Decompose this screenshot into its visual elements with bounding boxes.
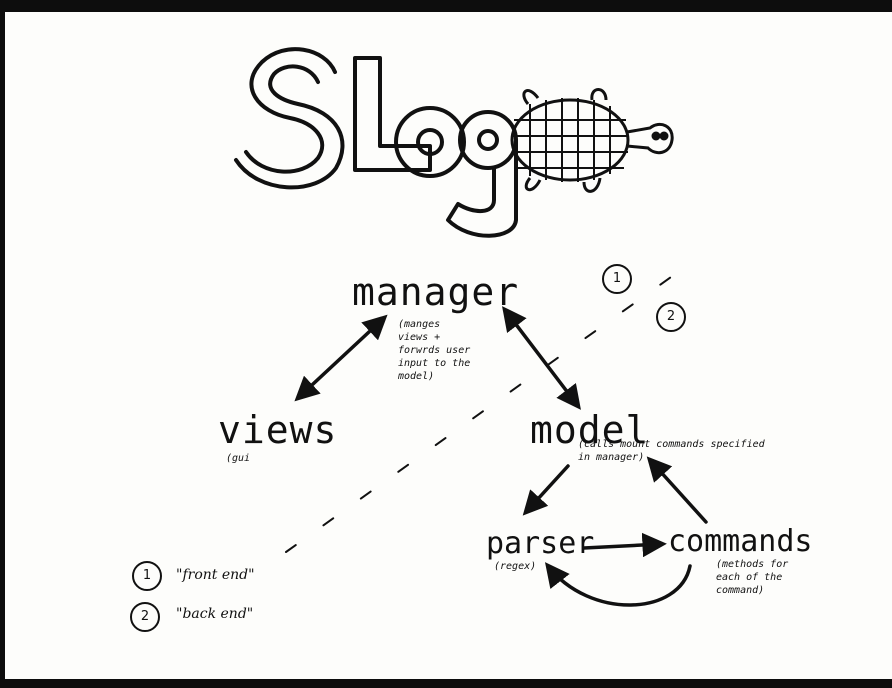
node-commands-note: (methods for each of the command)	[716, 559, 789, 596]
node-views-label: views	[218, 408, 338, 452]
legend-back-marker: 2	[130, 602, 160, 632]
node-model-label: model	[530, 408, 650, 452]
node-parser-label: parser	[486, 526, 595, 561]
turtle-icon	[510, 88, 674, 193]
arrow-parser-commands	[582, 532, 667, 558]
left-edge	[0, 0, 5, 688]
top-edge	[0, 0, 892, 12]
region-back-marker: 2	[656, 302, 686, 332]
region-divider	[285, 261, 693, 553]
arrow-manager-model	[502, 306, 581, 410]
node-manager-label: manager	[352, 270, 520, 314]
node-manager-note: (manges views + forwrds user input to th…	[398, 319, 471, 382]
node-commands-label: commands	[668, 524, 813, 559]
legend-back-text: "back end"	[176, 606, 254, 622]
arrow-commands-model	[646, 456, 708, 524]
arrow-model-parser	[522, 464, 570, 516]
logo-lettering	[234, 47, 518, 238]
legend-front-marker: 1	[132, 561, 162, 591]
node-model-note: (calls mount commands specified in manag…	[578, 439, 765, 463]
node-views-note: (gui	[226, 453, 251, 464]
node-parser-note: (regex)	[494, 561, 537, 572]
arrow-commands-parser	[544, 562, 692, 607]
legend-front-text: "front end"	[176, 567, 255, 583]
bottom-edge	[0, 679, 892, 688]
region-front-marker: 1	[602, 264, 632, 294]
arrow-manager-views	[294, 314, 388, 402]
